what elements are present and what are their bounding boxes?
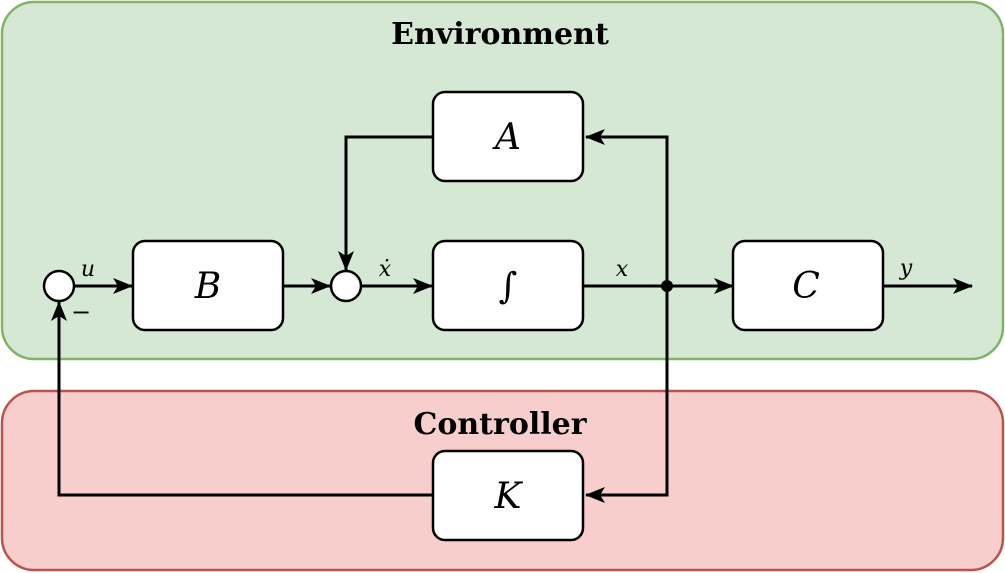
signal-y-label: y [899,256,913,281]
controller-title: Controller [413,407,587,442]
block-c: C [731,239,885,332]
wire-ax [338,135,432,271]
signal-xdot-label: ẋ [379,257,392,282]
block-integrator: ∫ [431,239,585,332]
signal-u-label: u [81,257,95,282]
minus-sign-label: − [71,298,91,326]
wire-x-to-a [585,129,669,286]
block-b-label: B [194,266,221,307]
block-a: A [431,90,585,183]
block-k: K [431,449,585,542]
wire-x-to-k [585,286,669,503]
wire-kx [51,301,432,497]
block-k-label: K [494,476,524,517]
signal-x-label: x [616,257,629,282]
summing-junction-input [42,269,76,303]
block-integrator-label: ∫ [499,266,518,307]
block-b: B [131,239,285,332]
block-a-label: A [492,117,521,158]
summing-junction-state [329,269,363,303]
junction-dot [661,280,673,292]
block-c-label: C [792,266,820,307]
environment-title: Environment [391,17,609,52]
